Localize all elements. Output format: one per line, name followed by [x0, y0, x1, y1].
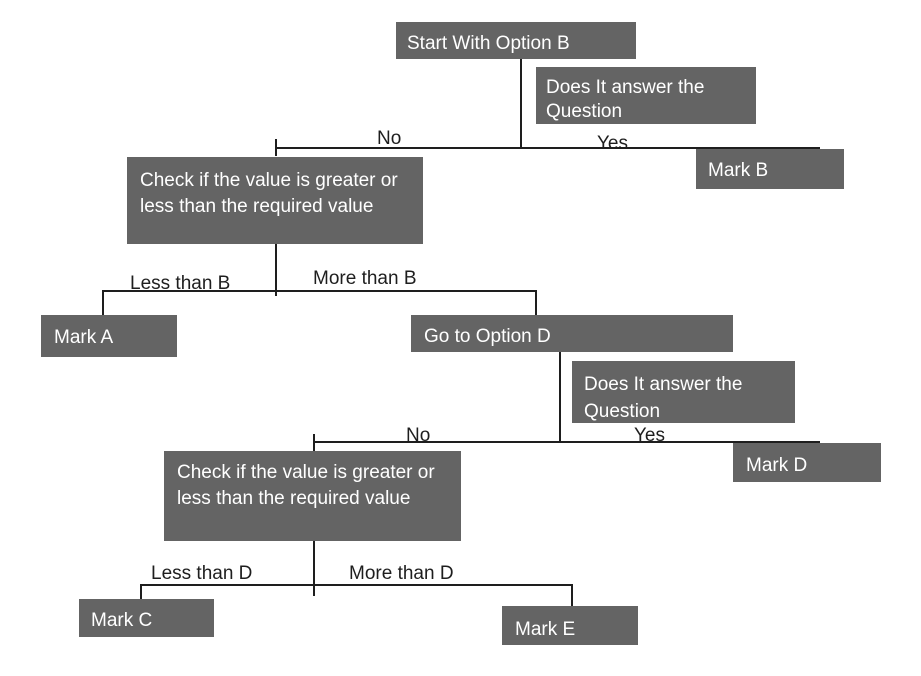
question-b-node: Does It answer the Question	[536, 67, 756, 124]
connector-no-yes-branch-2	[313, 441, 820, 443]
check-value-d-node: Check if the value is greater or less th…	[164, 451, 461, 541]
connector-goto-d-down	[559, 352, 561, 442]
question-d-label: Does It answer the Question	[584, 374, 743, 422]
connector-to-mark-a	[102, 290, 104, 316]
mark-c-node: Mark C	[79, 599, 214, 637]
edge-label-less-than-b: Less than B	[130, 273, 231, 294]
edge-label-more-than-d: More than D	[349, 563, 454, 584]
mark-a-label: Mark A	[54, 327, 114, 348]
start-with-option-b-label: Start With Option B	[407, 33, 570, 54]
check-value-b-node: Check if the value is greater or less th…	[127, 157, 423, 244]
question-b-label: Does It answer the Question	[546, 77, 705, 122]
mark-e-label: Mark E	[515, 619, 576, 640]
connector-less-more-b	[102, 290, 537, 292]
edge-label-less-than-d: Less than D	[151, 563, 253, 584]
connector-start-down	[520, 58, 522, 148]
mark-d-node: Mark D	[733, 443, 881, 482]
edge-label-more-than-b: More than B	[313, 268, 417, 289]
edge-label-yes-2: Yes	[634, 425, 665, 446]
edge-label-no-2: No	[406, 425, 431, 446]
connector-no-yes-branch-1	[275, 147, 820, 149]
mark-c-label: Mark C	[91, 610, 153, 631]
connector-to-mark-c	[140, 584, 142, 600]
mark-b-label: Mark B	[708, 160, 769, 181]
connector-to-goto-d	[535, 290, 537, 316]
connector-to-mark-e	[571, 584, 573, 607]
go-to-option-d-node: Go to Option D	[411, 315, 733, 352]
check-value-b-label: Check if the value is greater or less th…	[140, 170, 398, 217]
edge-label-no-1: No	[377, 128, 402, 149]
check-value-d-label: Check if the value is greater or less th…	[177, 462, 435, 509]
start-with-option-b-node: Start With Option B	[396, 22, 636, 59]
go-to-option-d-label: Go to Option D	[424, 326, 551, 347]
mark-b-node: Mark B	[696, 149, 844, 189]
question-d-node: Does It answer the Question	[572, 361, 795, 423]
mark-e-node: Mark E	[502, 606, 638, 645]
mark-a-node: Mark A	[41, 315, 177, 357]
connector-less-more-d	[140, 584, 573, 586]
connector-check-d-down	[313, 541, 315, 596]
connector-no-tick-1	[275, 139, 277, 156]
mark-d-label: Mark D	[746, 455, 808, 476]
connector-no-tick-2	[313, 434, 315, 451]
connector-check-b-down	[275, 244, 277, 296]
edge-label-yes-1: Yes	[597, 133, 628, 154]
